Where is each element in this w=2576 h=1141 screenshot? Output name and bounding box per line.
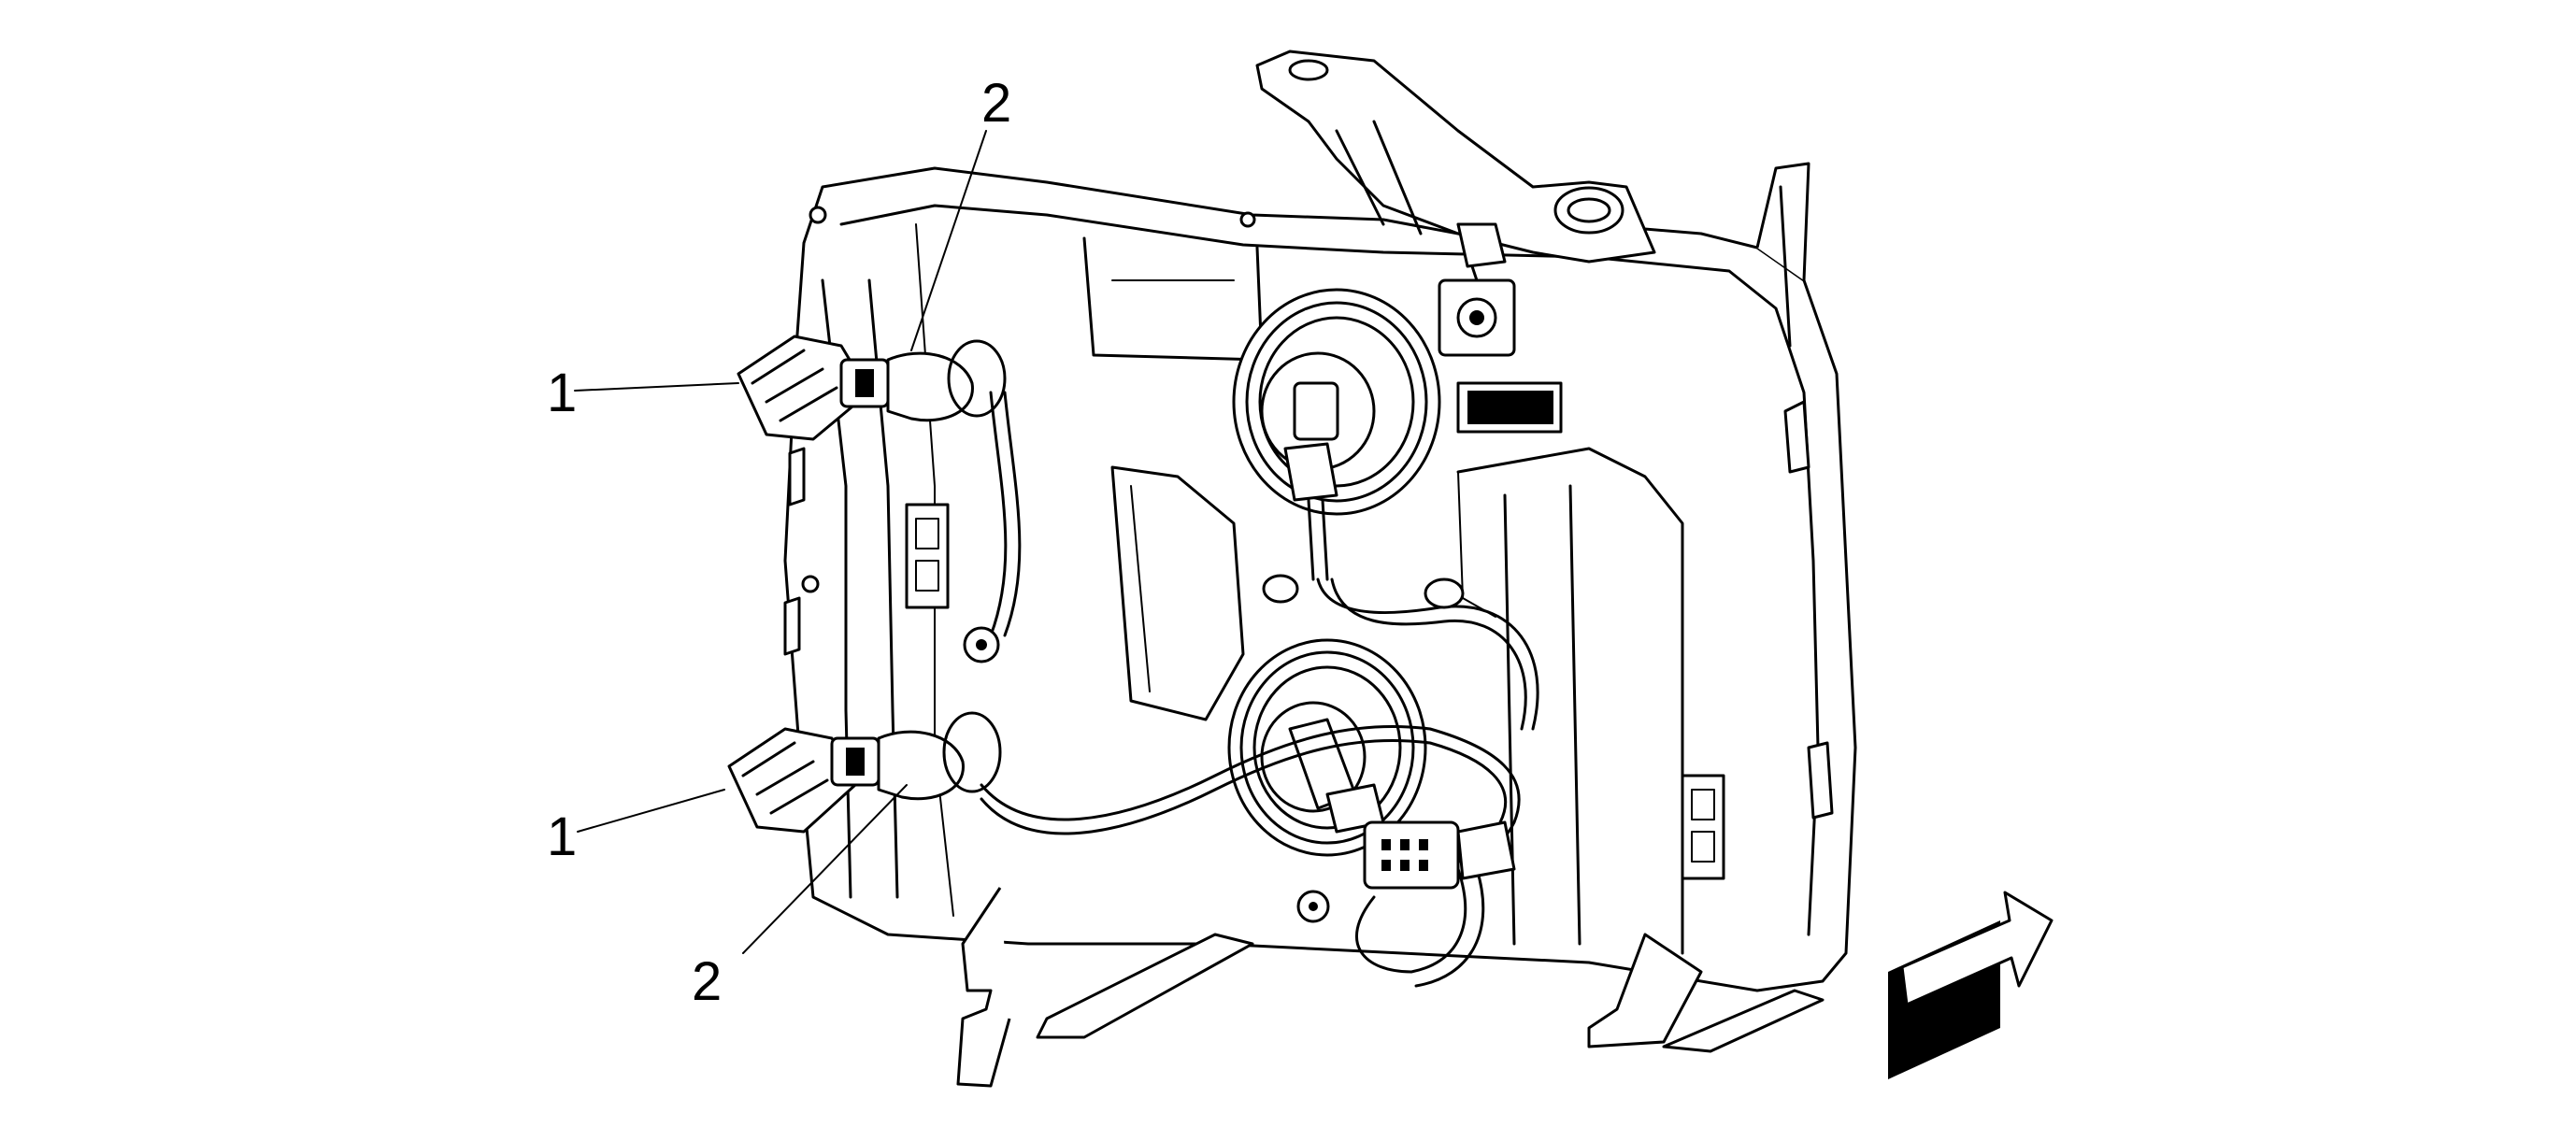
callout-1-bottom-leader <box>577 789 725 833</box>
lower-turn-signal-bulb <box>877 730 965 801</box>
upper-turn-signal-assembly <box>737 335 1007 441</box>
callout-1-top: 1 <box>547 363 577 423</box>
upper-headlamp-socket <box>1232 288 1441 581</box>
callout-1-top-leader <box>574 382 739 392</box>
callout-2-bottom: 2 <box>692 951 722 1012</box>
wiring-harness <box>963 391 1539 988</box>
top-mounting-bracket <box>1255 50 1656 357</box>
callouts: 1 1 2 2 <box>547 73 1011 1012</box>
callout-1-bottom: 1 <box>547 806 577 867</box>
callout-2-bottom-leader <box>742 784 908 954</box>
forward-arrow-icon <box>1888 891 2054 1079</box>
upper-turn-signal-bulb <box>886 351 974 422</box>
callout-2-top: 2 <box>981 73 1011 134</box>
callout-2-top-leader <box>910 130 987 351</box>
bottom-mounting-legs <box>956 887 1825 1088</box>
lower-turn-signal-assembly <box>727 711 1002 834</box>
headlamp-housing <box>783 162 1857 992</box>
